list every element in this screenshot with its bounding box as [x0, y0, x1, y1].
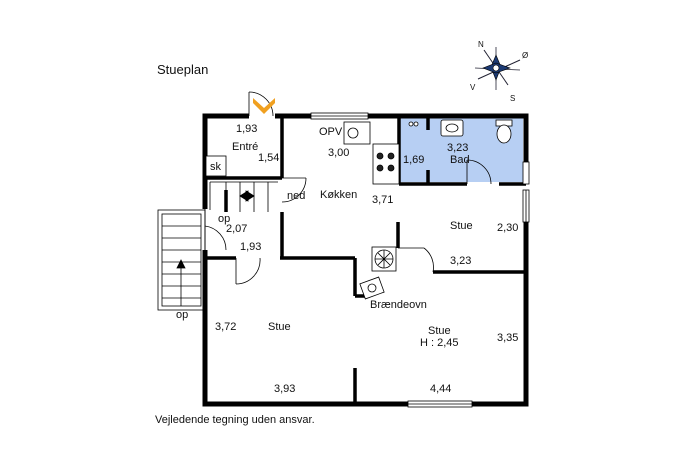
kokken-width: 3,00 [328, 147, 349, 159]
stove-fixtures [359, 246, 397, 300]
outside-stair-label: op [176, 309, 188, 321]
braendeovn-label: Brændeovn [370, 299, 427, 311]
compass-w-label: V [470, 83, 476, 92]
stair-depth: 1,93 [240, 241, 261, 253]
stue-main-name: Stue [428, 325, 451, 337]
stue-left-name: Stue [268, 321, 291, 333]
entrance-arrow-icon [253, 98, 275, 114]
stue-right-depth: 2,30 [497, 222, 518, 234]
opv-label: OPV [319, 126, 343, 138]
internal-stair [209, 181, 278, 212]
compass-s-label: S [510, 94, 515, 103]
compass-n-label: N [478, 40, 484, 49]
plan-title: Stueplan [157, 62, 208, 77]
kokken-name: Køkken [320, 189, 357, 201]
kitchen-fixtures [205, 121, 400, 185]
footer-disclaimer: Vejledende tegning uden ansvar. [155, 414, 315, 426]
outer-walls [202, 113, 529, 407]
stue-main-depth: 3,35 [497, 332, 518, 344]
stue-right-name: Stue [450, 220, 473, 232]
stair-down-label: ned [287, 190, 305, 202]
stue-left-depth: 3,72 [215, 321, 236, 333]
stue-main-height: H : 2,45 [420, 337, 459, 349]
sk-label: sk [210, 161, 222, 173]
outside-stair [157, 209, 206, 311]
bad-name: Bad [450, 154, 470, 166]
kokken-depth: 3,71 [372, 194, 393, 206]
stue-main-width: 4,44 [430, 383, 451, 395]
compass-e-label: Ø [522, 51, 528, 60]
bad-depth: 1,69 [403, 154, 424, 166]
entre-width: 1,93 [236, 123, 257, 135]
entre-depth: 1,54 [258, 152, 279, 164]
stair-up-label: op [218, 213, 230, 225]
stair-width: 2,07 [226, 223, 247, 235]
bad-width: 3,23 [447, 142, 468, 154]
bathroom-fixtures [408, 119, 513, 144]
stue-right-width: 3,23 [450, 255, 471, 267]
stue-left-width: 3,93 [274, 383, 295, 395]
windows [310, 112, 530, 408]
entre-name: Entré [232, 141, 258, 153]
compass-icon: N Ø S V [470, 40, 528, 103]
